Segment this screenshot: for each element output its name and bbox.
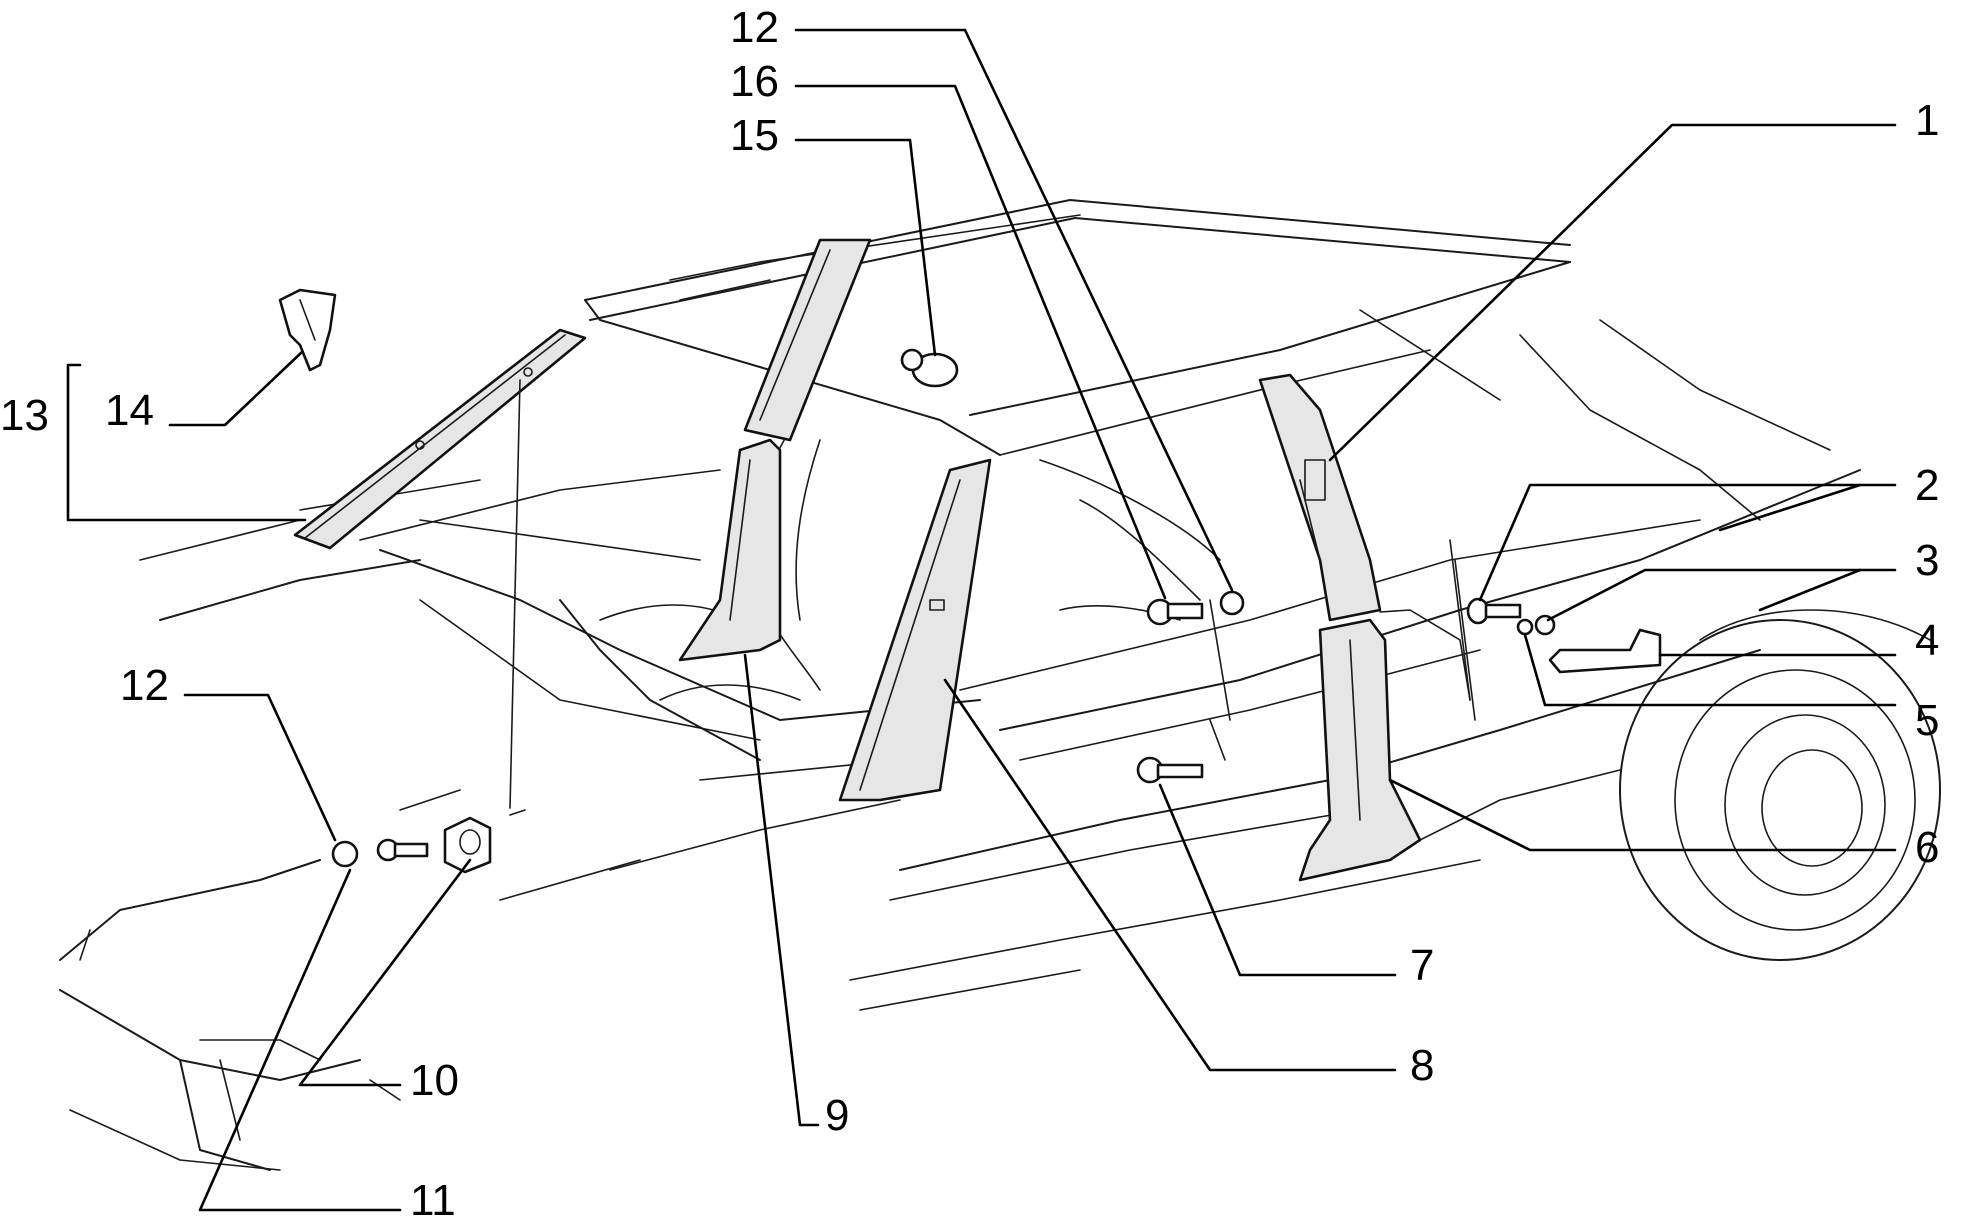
clip-part-11 [443,816,492,874]
pillar-trim-part-6 [1298,618,1422,882]
callout-10: 10 [410,1056,459,1105]
nut-part-12-top [1219,590,1245,616]
callout-4: 4 [1915,616,1939,665]
callout-16: 16 [730,57,779,106]
washer-part-5 [1516,618,1534,636]
car-body-outline [59,199,1941,1171]
handle-part-4 [1548,628,1662,674]
screw-part-16 [1146,598,1204,626]
callout-11: 11 [410,1176,456,1222]
screw-part-10 [376,838,429,862]
callout-5: 5 [1915,696,1939,745]
leader-lines [66,28,1897,1212]
b-pillar-upper-trim [743,238,872,442]
nut-part-12-left [331,840,359,868]
screw-part-2 [1466,597,1522,625]
callout-1: 1 [1915,96,1939,145]
pillar-trim-part-9 [678,438,782,662]
callout-7: 7 [1410,941,1434,990]
callout-6: 6 [1915,823,1939,872]
screw-part-7 [1136,756,1204,784]
callout-12-top: 12 [730,3,779,52]
pillar-trim-part-8 [838,458,992,802]
callout-15: 15 [730,111,779,160]
screw-part-15 [900,348,959,388]
callout-3: 3 [1915,536,1939,585]
callout-13: 13 [0,391,49,440]
pillar-trim-part-1 [1258,373,1382,622]
callout-12-left: 12 [120,661,169,710]
callout-2: 2 [1915,461,1939,510]
callout-8: 8 [1410,1041,1434,1090]
callout-9: 9 [825,1091,849,1140]
clip-part-14 [278,288,337,372]
callout-14: 14 [105,386,154,435]
a-pillar-upper-trim-left [293,328,587,550]
